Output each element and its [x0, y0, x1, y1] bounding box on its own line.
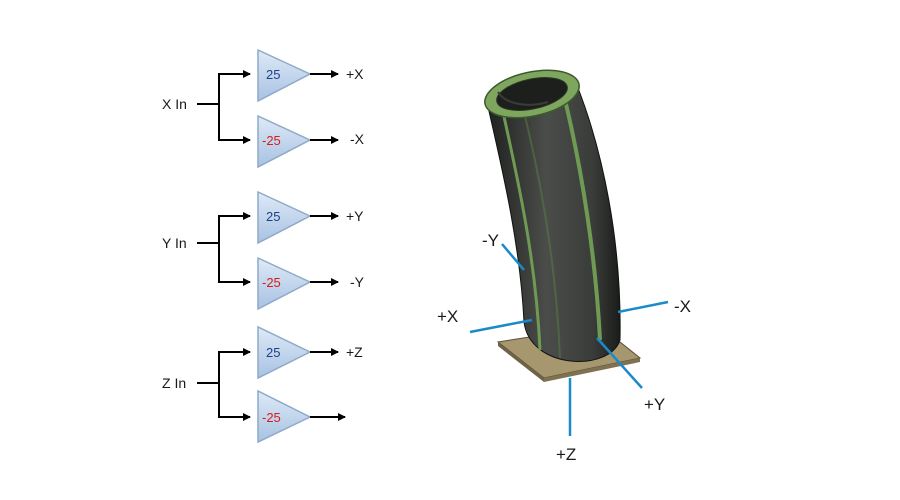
wire-y-top [197, 212, 251, 244]
electrode-stripe-1 [501, 111, 542, 351]
wire-z-top [197, 348, 251, 384]
axis-line-minus-y [501, 243, 525, 271]
amp-group-y: Y In 25 +Y -25 -Y [162, 190, 365, 311]
amplifier-z-negative [257, 389, 312, 444]
input-label-z: Z In [162, 375, 186, 391]
axis-label-minus-y: -Y [482, 231, 499, 250]
tube-inner-wall [497, 91, 549, 106]
output-label-y-negative: -Y [350, 274, 365, 290]
axis-label-plus-x: +X [437, 307, 458, 326]
gain-y-positive: 25 [266, 209, 280, 224]
base-plate-edge-left [498, 342, 544, 382]
electrode-stripe-3 [521, 103, 561, 359]
axis-line-minus-x [617, 300, 669, 314]
output-label-z-positive: +Z [346, 344, 363, 360]
tube-axes: -Y +X -X +Y +Z [437, 231, 691, 464]
amplifier-y-negative [257, 256, 312, 311]
wire-z-bottom [218, 383, 251, 421]
input-label-x: X In [162, 96, 187, 112]
amplifier-x-negative [257, 114, 312, 169]
wire-x-top [197, 70, 251, 105]
piezo-tube [484, 69, 642, 382]
input-label-y: Y In [162, 235, 187, 251]
axis-label-plus-z: +Z [556, 445, 576, 464]
amplifier-y-positive [257, 190, 312, 245]
gain-y-negative: -25 [262, 275, 281, 290]
amp-group-z: Z In 25 +Z -25 [162, 325, 363, 444]
gain-z-negative: -25 [262, 410, 281, 425]
axis-label-minus-x: -X [674, 297, 691, 316]
wire-x-bottom [218, 104, 251, 144]
base-plate-edge-right [544, 358, 640, 382]
electrode-stripe-2 [563, 99, 602, 341]
tube-body [485, 87, 621, 362]
output-label-x-positive: +X [346, 66, 364, 82]
axis-line-plus-y [596, 337, 643, 389]
amp-group-x: X In 25 +X -25 -X [162, 48, 365, 169]
amplifier-x-positive [257, 48, 312, 103]
axis-label-plus-y: +Y [644, 395, 665, 414]
axis-line-plus-x [469, 318, 533, 334]
wire-y-bottom [218, 243, 251, 286]
gain-x-negative: -25 [262, 133, 281, 148]
output-label-x-negative: -X [350, 131, 365, 147]
gain-z-positive: 25 [266, 345, 280, 360]
gain-x-positive: 25 [266, 67, 280, 82]
output-label-y-positive: +Y [346, 208, 364, 224]
amplifier-z-positive [257, 325, 312, 380]
